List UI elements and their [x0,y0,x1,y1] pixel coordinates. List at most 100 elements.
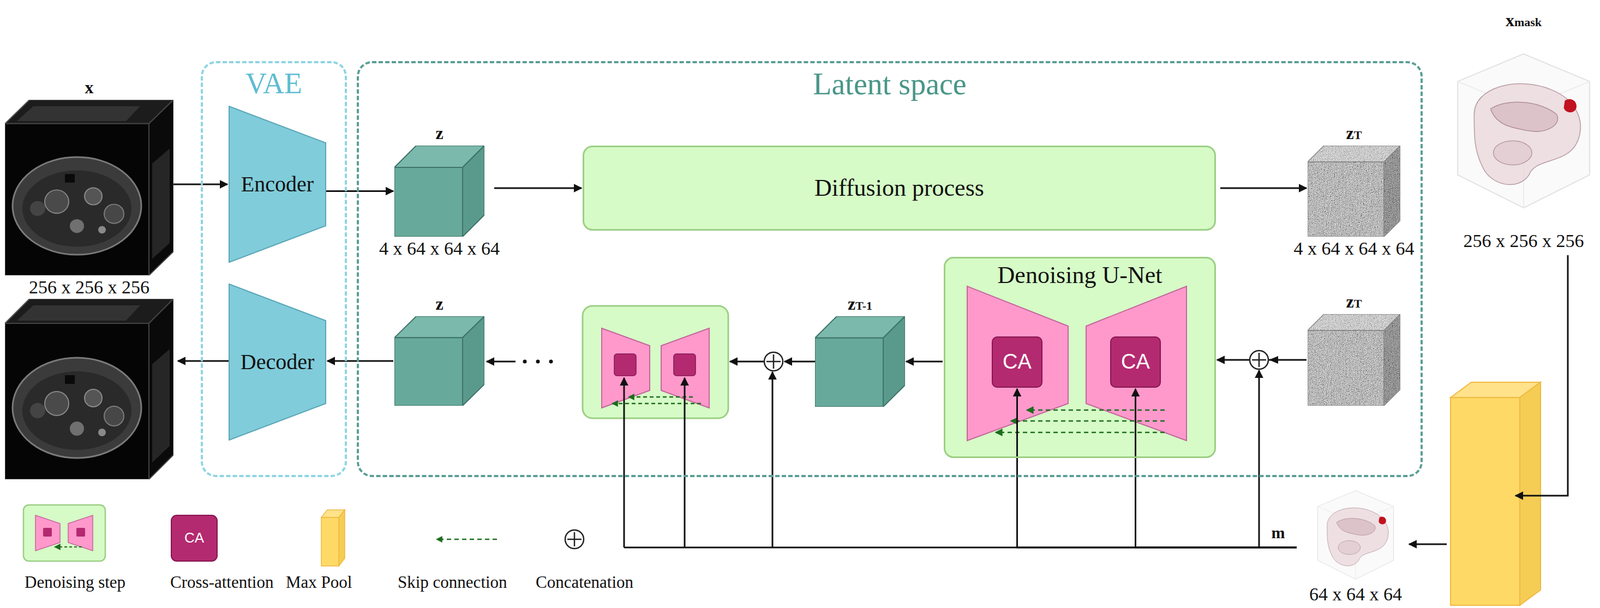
denoising-step-part [601,328,650,409]
noise-shape [1307,145,1401,237]
denoising-step-part-part [628,396,693,399]
node-text: 4 x 64 x 64 x 64 [1293,236,1415,260]
noise-shape [1307,314,1401,406]
concat-circle-part [772,354,775,369]
group-title: Latent space [812,66,967,102]
flow-arrow [494,187,582,190]
mask-shape-part [1457,54,1590,208]
condition-bus [624,370,1297,548]
skip-connections-part [995,432,1165,434]
legend-samples-part [436,538,497,541]
latent-cube: z4 x 64 x 64 x 64 [394,145,485,237]
signal-name: m [1271,523,1286,543]
cube-shape [394,316,485,406]
cube-shape [815,316,906,407]
variable-label: zT-1 [847,294,873,317]
skip-connections-part [1010,420,1165,423]
cross-attention-box: CA [1110,336,1161,388]
legend-text: Max Pool [285,572,352,593]
unet-box: Denoising U-NetCACA [943,256,1216,459]
flow-arrow [1017,388,1298,548]
noise-cube: zT4 x 64 x 64 x 64 [1307,145,1401,237]
legend-samples-part [171,515,218,562]
trap-shape-part [229,106,326,263]
legend-samples-part [321,517,339,567]
variable-label: zT [1346,291,1363,315]
legend-samples-part [76,528,86,537]
flow-arrow [1135,388,1298,548]
cube-shape [394,145,485,237]
latent-group: Latent spacez4 x 64 x 64 x 64Diffusion p… [356,61,1423,478]
latent-cube: zT-1 [815,316,906,407]
decoder-block: Decoder [228,283,327,441]
legend-symbol-text: CA [184,530,205,547]
legend-text: Skip connection [397,572,508,593]
variable-label: z [435,123,443,146]
condition-bus-part [1258,370,1261,548]
flow-arrows-part [784,361,816,363]
ct-shape-part [4,99,174,276]
legend-samples-part [68,515,93,551]
max-pool-block-part [1450,397,1520,606]
trap-shape-part [229,284,326,441]
legend-samples-part [23,505,106,562]
denoising-step-part [582,306,729,419]
cube-shape-part [394,316,485,406]
denoising-step-part [614,354,637,376]
denoising-step-part [612,397,701,404]
concat-circle-part [1258,352,1261,368]
mask-volume: 64 x 64 x 64 [1305,487,1406,583]
flow-arrow [906,361,943,363]
node-text: 64 x 64 x 64 [1309,582,1402,605]
mask-shape [1305,487,1406,583]
ellipsis-dots-part [523,360,527,364]
flow-arrow [327,360,394,363]
input-volume: x256 x 256 x 256 [4,99,174,276]
pool-arrows-part [1515,255,1568,496]
flow-arrow [1217,359,1307,362]
node-text: Diffusion process [814,174,985,203]
flow-arrow [326,190,394,193]
encoder-block: Encoder [228,105,327,263]
node-text: 256 x 256 x 256 [28,275,150,298]
group-title: VAE [245,66,303,101]
variable-label: z [435,294,443,317]
noise-shape-part [1307,145,1401,237]
condition-bus-part [771,372,774,548]
legend-samples-part [54,546,82,548]
noise-cube: zT [1307,314,1401,406]
node-text: 4 x 64 x 64 x 64 [379,236,500,260]
unet-body-part [943,256,1216,459]
node-text: Encoder [241,171,314,197]
cross-attention-box: CA [991,336,1043,388]
variable-label: xmask [1505,10,1542,33]
legend-samples-part [43,528,52,537]
process-box: Diffusion process [582,145,1216,231]
variable-label: zT [1346,123,1363,146]
denoising-step-part-part [612,403,701,405]
node-text: Decoder [240,349,315,375]
ct-shape [4,99,174,276]
legend-text: Denoising step [24,572,126,593]
legend-samples [23,505,584,567]
concat-circle-part [764,352,783,371]
legend-samples-part [338,510,345,567]
skip-connections-part [1026,409,1165,412]
mask-shape-part [1317,490,1394,580]
flow-arrows-part [729,361,765,363]
condition-bus-part [624,547,1297,549]
flow-arrows-part [177,360,229,363]
cube-shape-part [815,316,906,407]
mask-volume: xmask256 x 256 x 256 [1452,32,1596,230]
legend-text: Cross-attention [170,572,274,593]
vae-group: VAE EncoderDecoder [200,61,347,478]
ellipsis-dots-part [549,360,554,364]
ellipsis-dots-part [536,360,541,364]
legend-samples-part [565,530,584,549]
denoising-step [582,306,729,419]
concat-circle-part [1249,350,1269,370]
legend-samples-part [35,515,61,551]
legend-text: Concatenation [535,572,634,593]
variable-label: x [85,77,94,100]
